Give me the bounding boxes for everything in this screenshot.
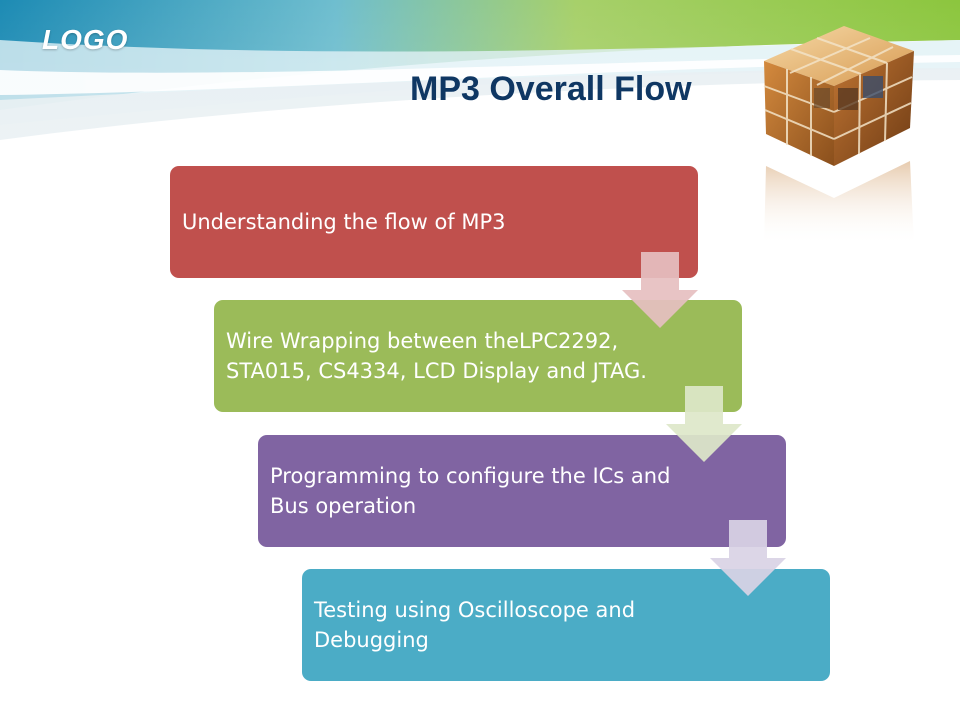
flow-step-2-text: Wire Wrapping between theLPC2292, STA015… <box>226 329 647 383</box>
down-arrow-icon <box>710 520 786 596</box>
flow-step-1-text: Understanding the flow of MP3 <box>182 210 506 234</box>
slide-title: MP3 Overall Flow <box>410 70 692 108</box>
photo-cube-decoration <box>763 26 914 246</box>
logo: LOGO <box>42 24 129 55</box>
down-arrow-icon <box>622 252 698 328</box>
flow-step-4-text: Testing using Oscilloscope and Debugging <box>314 598 636 652</box>
flow-step-1: Understanding the flow of MP3 <box>170 166 698 278</box>
down-arrow-icon <box>666 386 742 462</box>
flow-step-3-text: Programming to configure the ICs and Bus… <box>270 464 671 518</box>
